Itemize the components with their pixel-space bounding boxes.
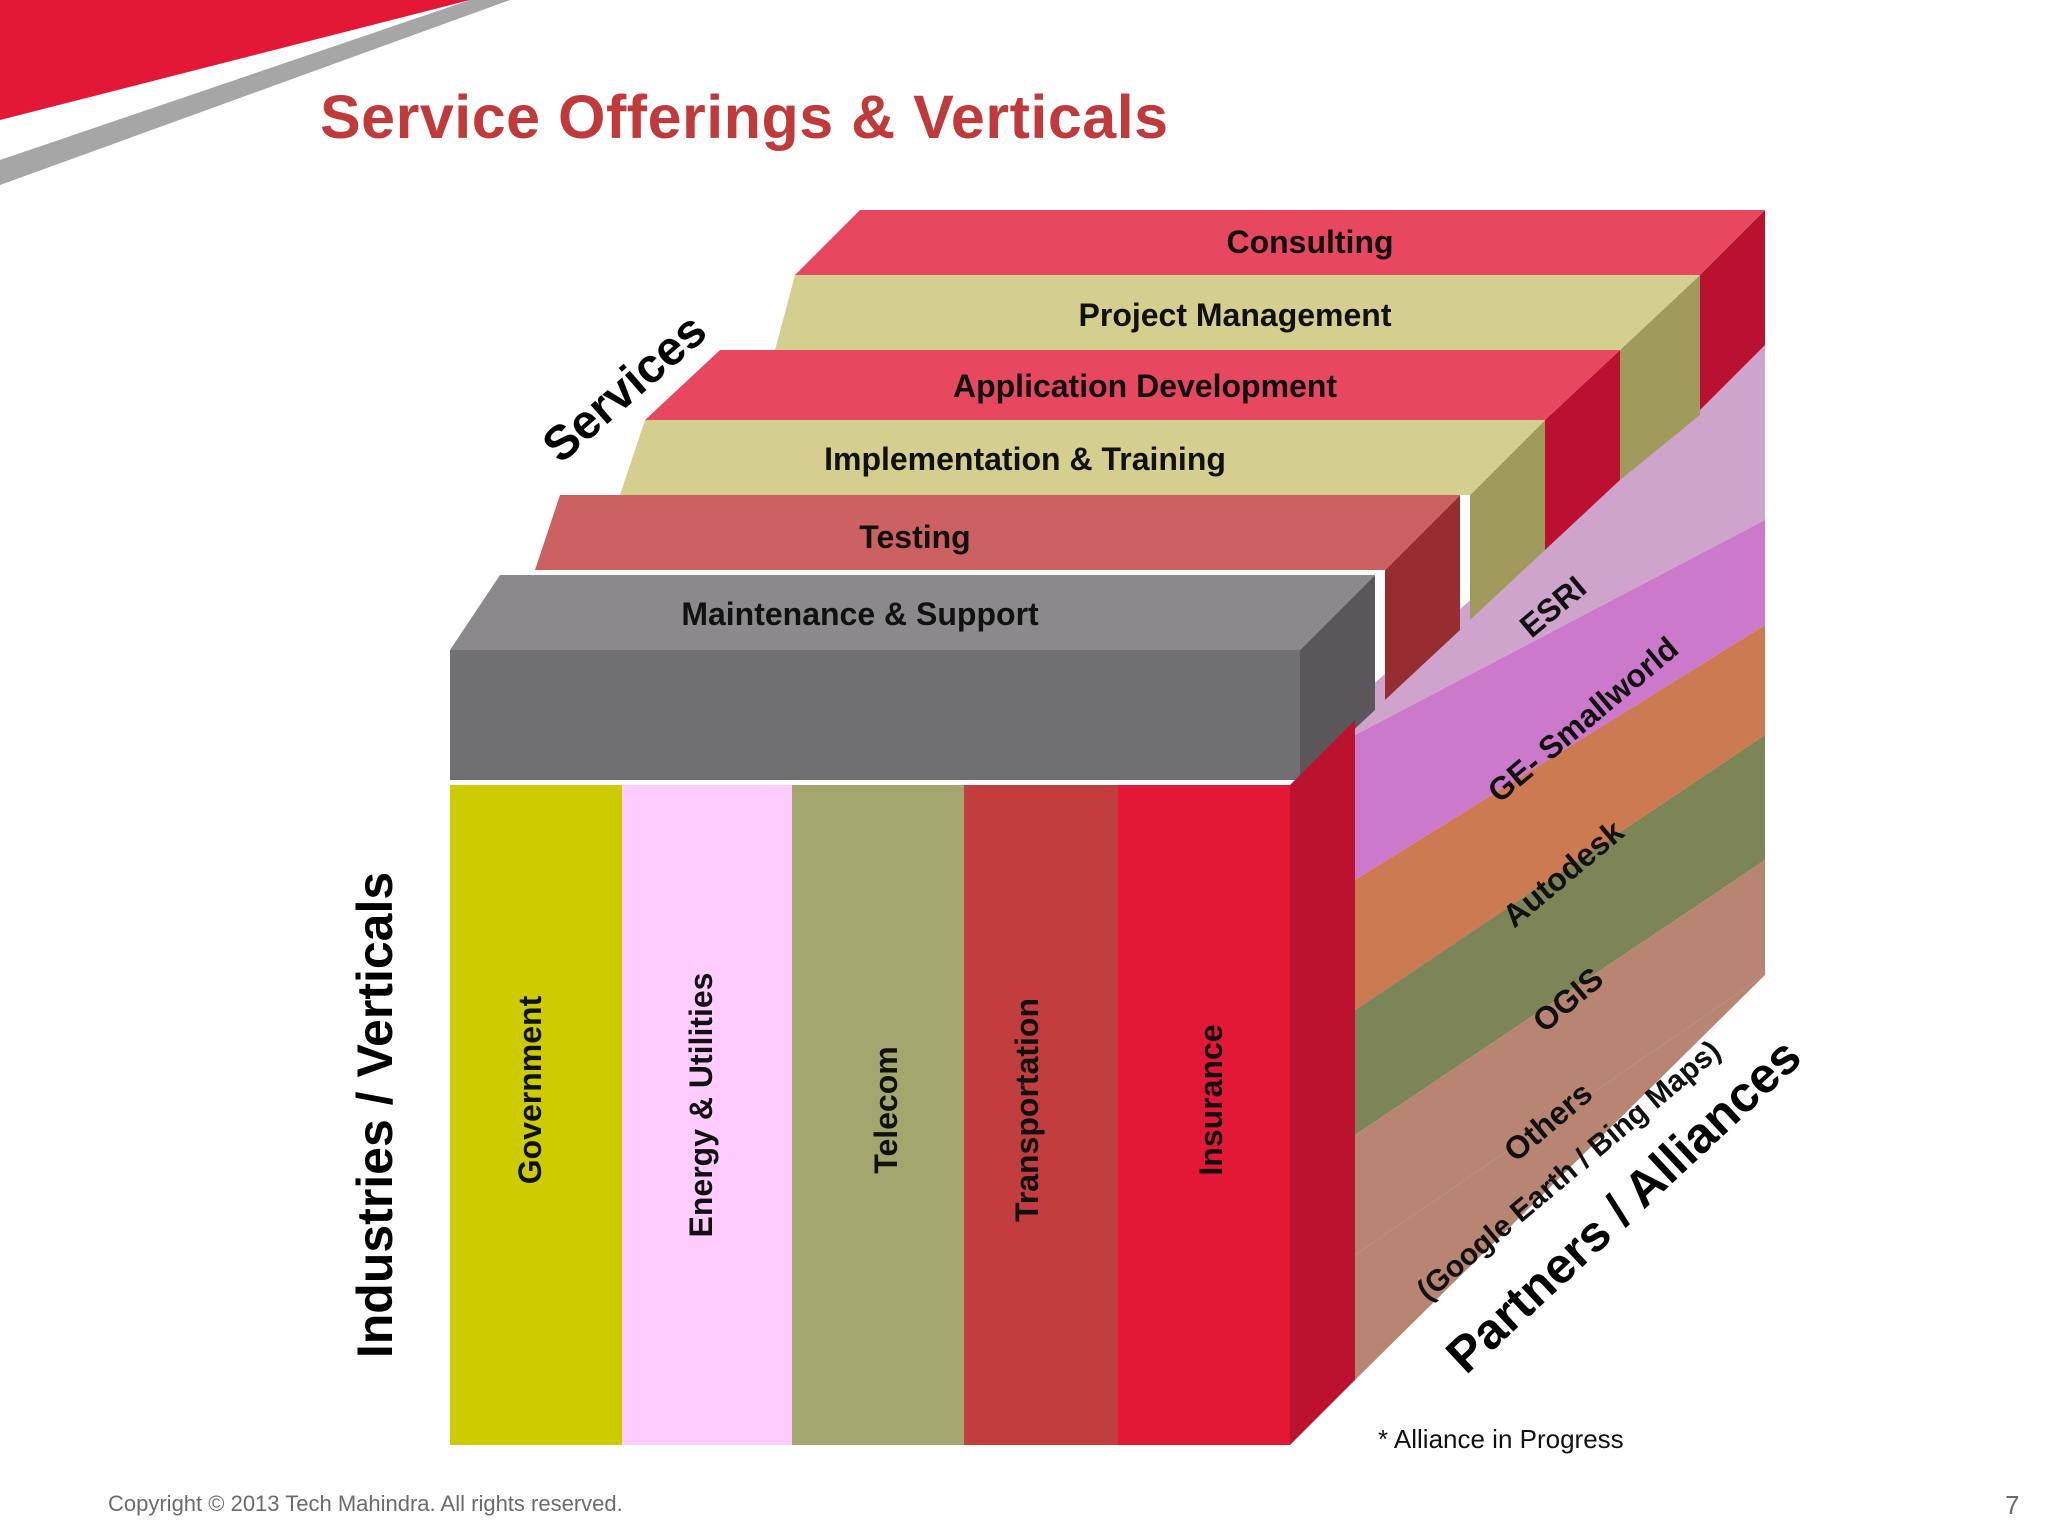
industry-column-telecom: [792, 785, 964, 1445]
service-slab-application-development: Application Development: [645, 350, 1620, 550]
axis-label-industries: Industries / Verticals: [347, 872, 403, 1358]
brand-banner: [0, 0, 510, 185]
industry-label-insurance: Insurance: [1193, 1024, 1229, 1175]
slide-title: Service Offerings & Verticals: [320, 83, 1169, 151]
industries-face: Government Energy & Utilities Telecom Tr…: [450, 720, 1355, 1445]
partner-band-others-lower: [1355, 975, 1765, 1380]
partners-face: [1355, 345, 1765, 1380]
industry-column-insurance: [1118, 785, 1290, 1445]
service-label-application-development: Application Development: [953, 368, 1337, 404]
service-label-implementation-training: Implementation & Training: [824, 441, 1226, 477]
service-slab-testing: Testing: [535, 495, 1460, 700]
footnote-alliance: * Alliance in Progress: [1378, 1424, 1624, 1454]
partner-band-others: [1355, 860, 1765, 1255]
industry-column-government: [450, 785, 622, 1445]
service-slab-consulting: Consulting: [795, 210, 1765, 410]
page-number: 7: [2005, 1490, 2020, 1520]
industry-label-energy-utilities: Energy & Utilities: [683, 973, 719, 1238]
partner-band-autodesk: [1355, 625, 1765, 1010]
service-label-consulting: Consulting: [1226, 224, 1393, 260]
industry-label-government: Government: [512, 995, 548, 1184]
industry-label-transportation: Transportation: [1009, 998, 1045, 1222]
service-label-maintenance-support: Maintenance & Support: [681, 596, 1039, 632]
industries-side-face: [1290, 720, 1355, 1445]
service-slab-project-management: Project Management: [775, 275, 1700, 480]
service-label-testing: Testing: [859, 519, 970, 555]
industry-label-telecom: Telecom: [868, 1046, 904, 1173]
banner-gray-stripe: [0, 0, 510, 185]
partner-band-ogis: [1355, 735, 1765, 1135]
service-slab-maintenance-support: Maintenance & Support: [450, 575, 1375, 780]
banner-red-stripe: [0, 0, 470, 120]
partner-band-ge-smallworld: [1355, 520, 1765, 880]
service-label-project-management: Project Management: [1079, 297, 1392, 333]
copyright-text: Copyright © 2013 Tech Mahindra. All righ…: [108, 1491, 623, 1516]
industry-column-energy-utilities: [622, 785, 792, 1445]
industry-column-transportation: [964, 785, 1118, 1445]
service-slab-implementation-training: Implementation & Training: [620, 420, 1545, 620]
